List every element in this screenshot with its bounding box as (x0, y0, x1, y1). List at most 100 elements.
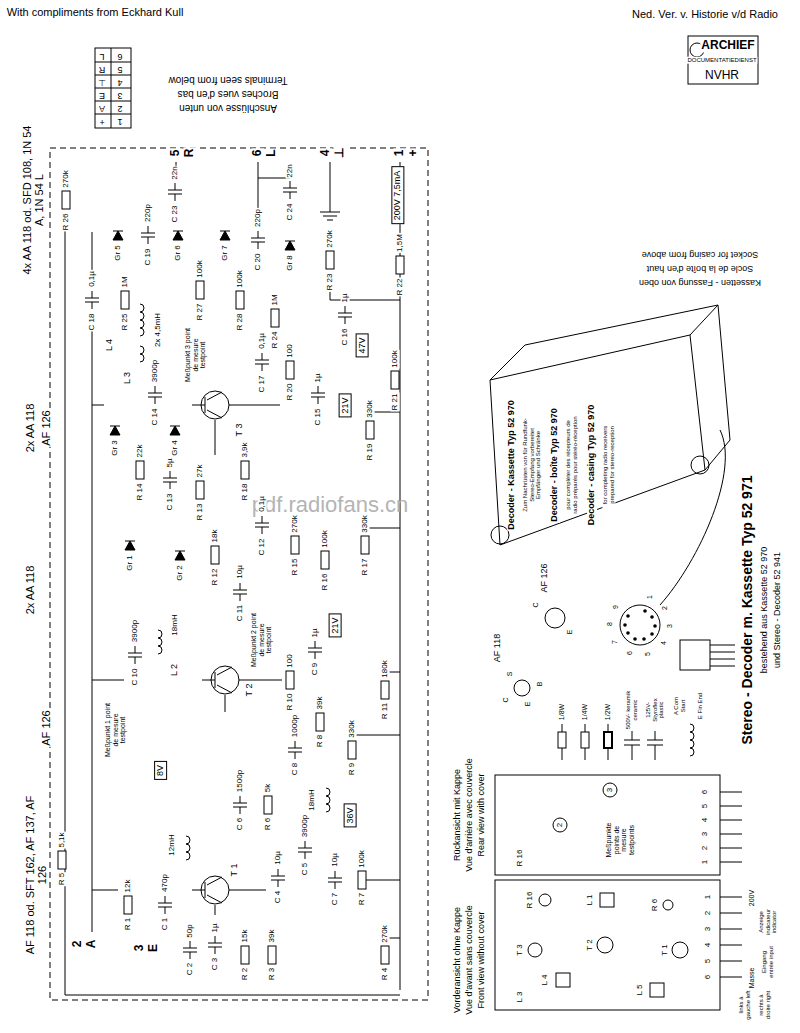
label-text: 1 (646, 594, 654, 600)
component-value: 100k (321, 529, 330, 548)
component-designator: C 5 (301, 862, 310, 876)
voltage-box: 47V (356, 333, 369, 357)
component-designator: R 5 (58, 872, 67, 886)
component-designator: C 20 (254, 252, 263, 271)
component-value: 50p (186, 923, 195, 938)
component-value: 22k (136, 443, 145, 458)
diode-designator: Gr 3 (111, 439, 120, 457)
label-text: for completing radio receivers prepared … (602, 414, 615, 516)
component-designator: C 9 (311, 662, 320, 676)
label-text: Vorderansicht ohne Kappe (453, 906, 463, 1014)
component-designator: C 19 (144, 247, 153, 266)
resistor-symbol (286, 361, 294, 379)
watermark: pdf.radiofans.cn (251, 493, 410, 517)
component-designator: C 7 (331, 892, 340, 906)
resistor-symbol (264, 796, 272, 814)
label-text: 4x AA 118 od. SFD 108, 1N 54 A, 1N 54 L (21, 124, 45, 276)
diode-designator: Gr 7 (221, 244, 230, 262)
component-designator: R 10 (286, 692, 295, 711)
label-text: 9 (612, 604, 620, 610)
capacitor-symbol (158, 896, 172, 914)
component-value: 5,1k (58, 831, 67, 848)
label-text: 200V (748, 889, 756, 907)
component-value: 270k (326, 229, 335, 248)
label-text: 5 (701, 803, 710, 809)
component-value: 1M (121, 275, 130, 288)
resistor-symbol (121, 291, 129, 309)
component-designator: R 28 (236, 312, 245, 331)
resistor-symbol (124, 896, 132, 914)
capacitor-symbol (233, 796, 247, 814)
component-value: 1,5M (396, 233, 405, 253)
label-text: 3 (116, 90, 123, 100)
label-text: 1/8W (558, 703, 566, 721)
resistor-symbol (286, 671, 294, 689)
component-designator: R 1 (124, 917, 133, 931)
component-value: 3900p (301, 814, 310, 838)
label-text: ⊥ (333, 147, 346, 159)
capacitor-symbol (271, 869, 285, 887)
label-text: Decoder - casing Typ 52 970 (587, 404, 597, 526)
label-text: Socle de la boîte d'en haut (646, 263, 754, 273)
component-value: 470p (161, 873, 170, 893)
capacitor-symbol (148, 386, 162, 404)
label-text: NVHR (704, 69, 740, 82)
component-designator: C 1 (161, 917, 170, 931)
label-text: L (265, 148, 278, 157)
voltage-label: 21V (330, 617, 340, 633)
label-text: 7 (611, 639, 619, 645)
label-text: 6 (116, 51, 123, 61)
component-designator: C 6 (236, 817, 245, 831)
resistor-symbol (348, 741, 356, 759)
component-designator: R 6 (264, 817, 273, 831)
component-designator: R 8 (316, 734, 325, 748)
component-designator: C 2 (186, 962, 195, 976)
component-designator: C 11 (236, 604, 245, 622)
label-text: R (98, 64, 107, 74)
label-text: 4 (660, 640, 668, 646)
diode-symbol (173, 231, 183, 240)
label-text: C (532, 601, 540, 608)
label-text: Socket for casing from above (641, 249, 760, 259)
label-text: 2 (661, 605, 669, 611)
component-value: 330k (348, 719, 357, 738)
diode-symbol (175, 551, 185, 560)
component-value: 180k (381, 659, 390, 678)
label-text: L (98, 51, 105, 61)
label-text: T 3 (516, 943, 525, 956)
label-text: 2x 4,5mH (154, 312, 163, 348)
resistor-symbol (316, 713, 324, 731)
component-designator: R 2 (241, 967, 250, 981)
label-text: 3 (606, 787, 615, 793)
label-text: 2x AA 118 (24, 565, 36, 616)
label-text: Meßpunkte points de mesure testpoints (605, 814, 636, 866)
capacitor-symbol (208, 936, 222, 954)
capacitor-symbol (311, 386, 325, 404)
voltage-label: 21V (340, 397, 350, 413)
label-text: Meßpunkt 2 point de mesure testpoint (250, 609, 273, 671)
component-designator: R 20 (286, 382, 295, 401)
component-value: 10µ (331, 852, 340, 868)
label-text: E (524, 701, 532, 708)
component-designator: R 17 (361, 557, 370, 576)
component-designator: R 22 (396, 277, 405, 296)
component-designator: C 24 (286, 202, 295, 221)
component-value: 100k (236, 269, 245, 288)
label-text: Terminals seen from below (168, 75, 289, 86)
label-text: 2 (116, 103, 123, 113)
label-text: S (506, 671, 514, 678)
capacitor-symbol (283, 181, 297, 199)
capacitor-symbol (298, 841, 312, 859)
component-value: 10µ (274, 850, 283, 866)
label-text: 6 (251, 149, 264, 158)
label-text: 5 (116, 64, 123, 74)
label-text: 5 (644, 651, 652, 657)
label-text: Vue d'arrière avec couvercle (465, 757, 475, 872)
label-text: Rear view with cover (477, 772, 487, 857)
component-value: 3,9k (241, 441, 250, 458)
label-text: + (98, 116, 105, 126)
label-text: 1/4W (581, 703, 589, 721)
component-value: 22n (171, 165, 180, 180)
resistor-symbol (326, 251, 334, 269)
